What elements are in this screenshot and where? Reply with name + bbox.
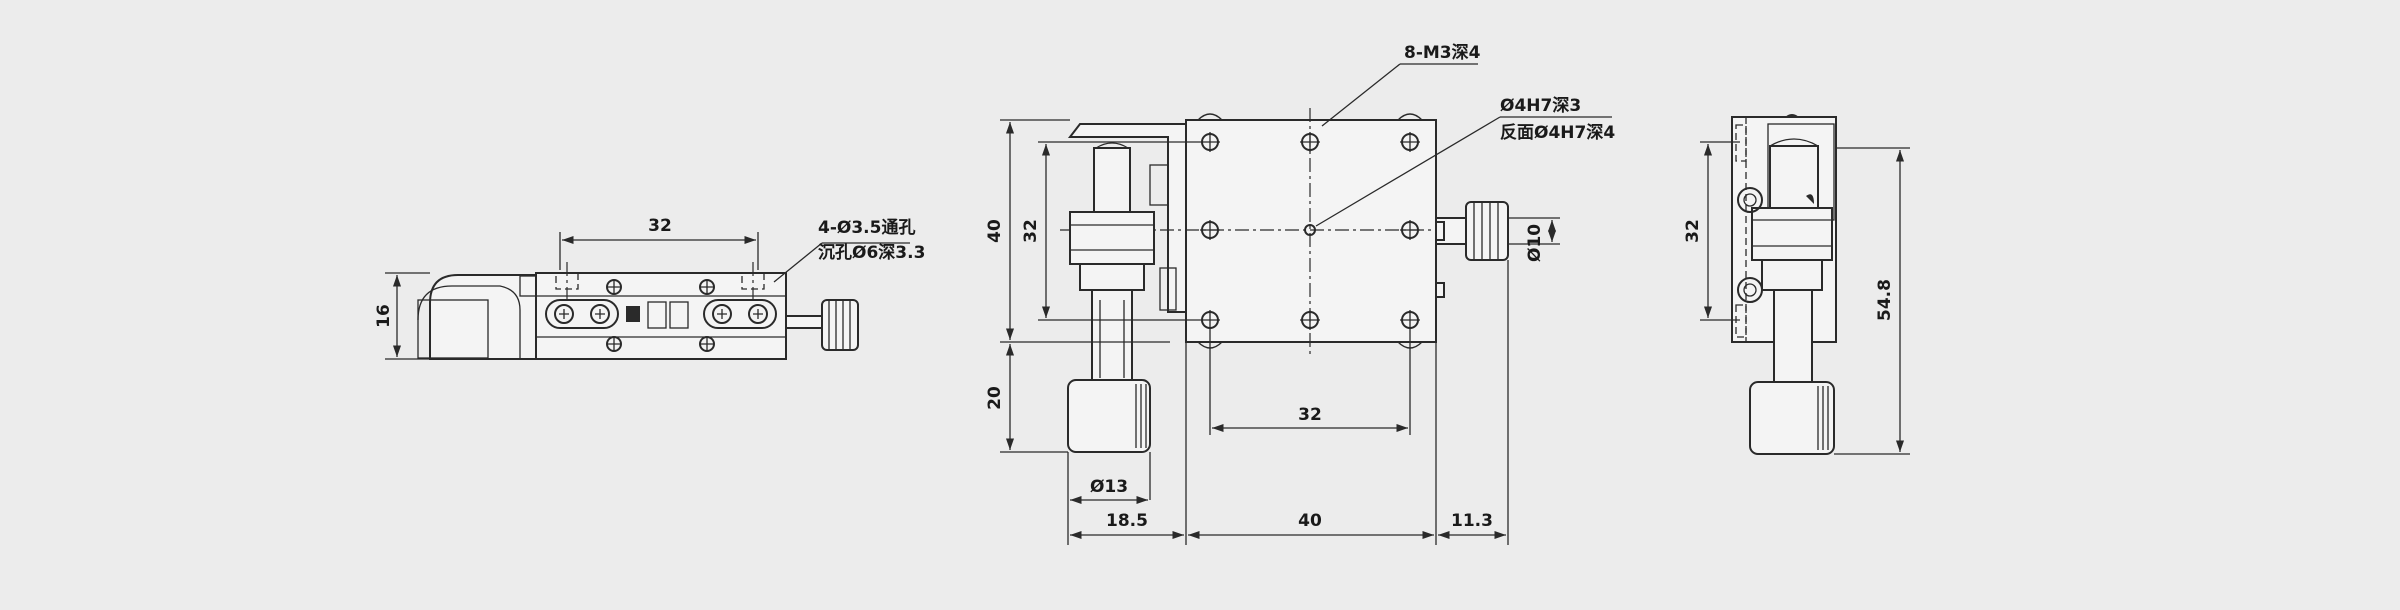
micrometer-sleeve <box>1093 147 1131 213</box>
micrometer-clamp <box>1069 211 1155 265</box>
top-dim-32-pitch: 32 <box>1298 405 1322 425</box>
top-dim-40-vertical: 40 <box>985 219 1005 243</box>
side-slot-left <box>545 299 619 329</box>
top-dim-dia10: Ø10 <box>1525 224 1545 262</box>
micrometer-thimble <box>1067 379 1151 453</box>
end-dim-54-8: 54.8 <box>1875 279 1895 321</box>
top-bracket <box>1067 123 1187 313</box>
end-dim-32: 32 <box>1683 219 1703 243</box>
side-hole-callout-1: 4-Ø3.5通孔 <box>818 218 915 238</box>
top-dim-11-3: 11.3 <box>1451 511 1493 531</box>
side-view: 32 16 4-Ø3.5通孔 沉孔Ø6深3.3 <box>374 216 925 360</box>
top-right-knob <box>1465 201 1509 261</box>
top-dim-dia13: Ø13 <box>1090 477 1128 497</box>
top-view: 40 32 20 Ø13 32 18.5 40 11.3 Ø10 <box>985 42 1615 545</box>
side-dim-16: 16 <box>374 304 394 328</box>
end-clamp <box>1751 207 1833 261</box>
side-knob-housing <box>429 274 537 360</box>
top-holes <box>1197 113 1423 349</box>
top-callout-m3: 8-M3深4 <box>1404 42 1481 63</box>
top-dim-20: 20 <box>985 386 1005 410</box>
micrometer-ring <box>1079 263 1145 291</box>
end-view: 32 54.8 <box>1683 114 1910 455</box>
side-dim-32: 32 <box>648 216 672 236</box>
end-thimble <box>1749 381 1835 455</box>
top-dim-40-horizontal: 40 <box>1298 511 1322 531</box>
side-knob <box>821 299 859 351</box>
side-slot-right <box>703 299 777 329</box>
top-dim-18-5: 18.5 <box>1106 511 1148 531</box>
top-callout-pin-1: Ø4H7深3 <box>1500 95 1581 116</box>
top-dim-32-vertical: 32 <box>1021 219 1041 243</box>
side-hole-callout-2: 沉孔Ø6深3.3 <box>818 242 925 263</box>
micrometer-barrel <box>1091 289 1133 381</box>
top-plate <box>1185 119 1437 343</box>
end-barrel <box>1773 289 1813 383</box>
side-shaft <box>785 315 823 329</box>
top-callout-pin-2: 反面Ø4H7深4 <box>1500 122 1615 143</box>
end-sleeve <box>1769 145 1819 209</box>
